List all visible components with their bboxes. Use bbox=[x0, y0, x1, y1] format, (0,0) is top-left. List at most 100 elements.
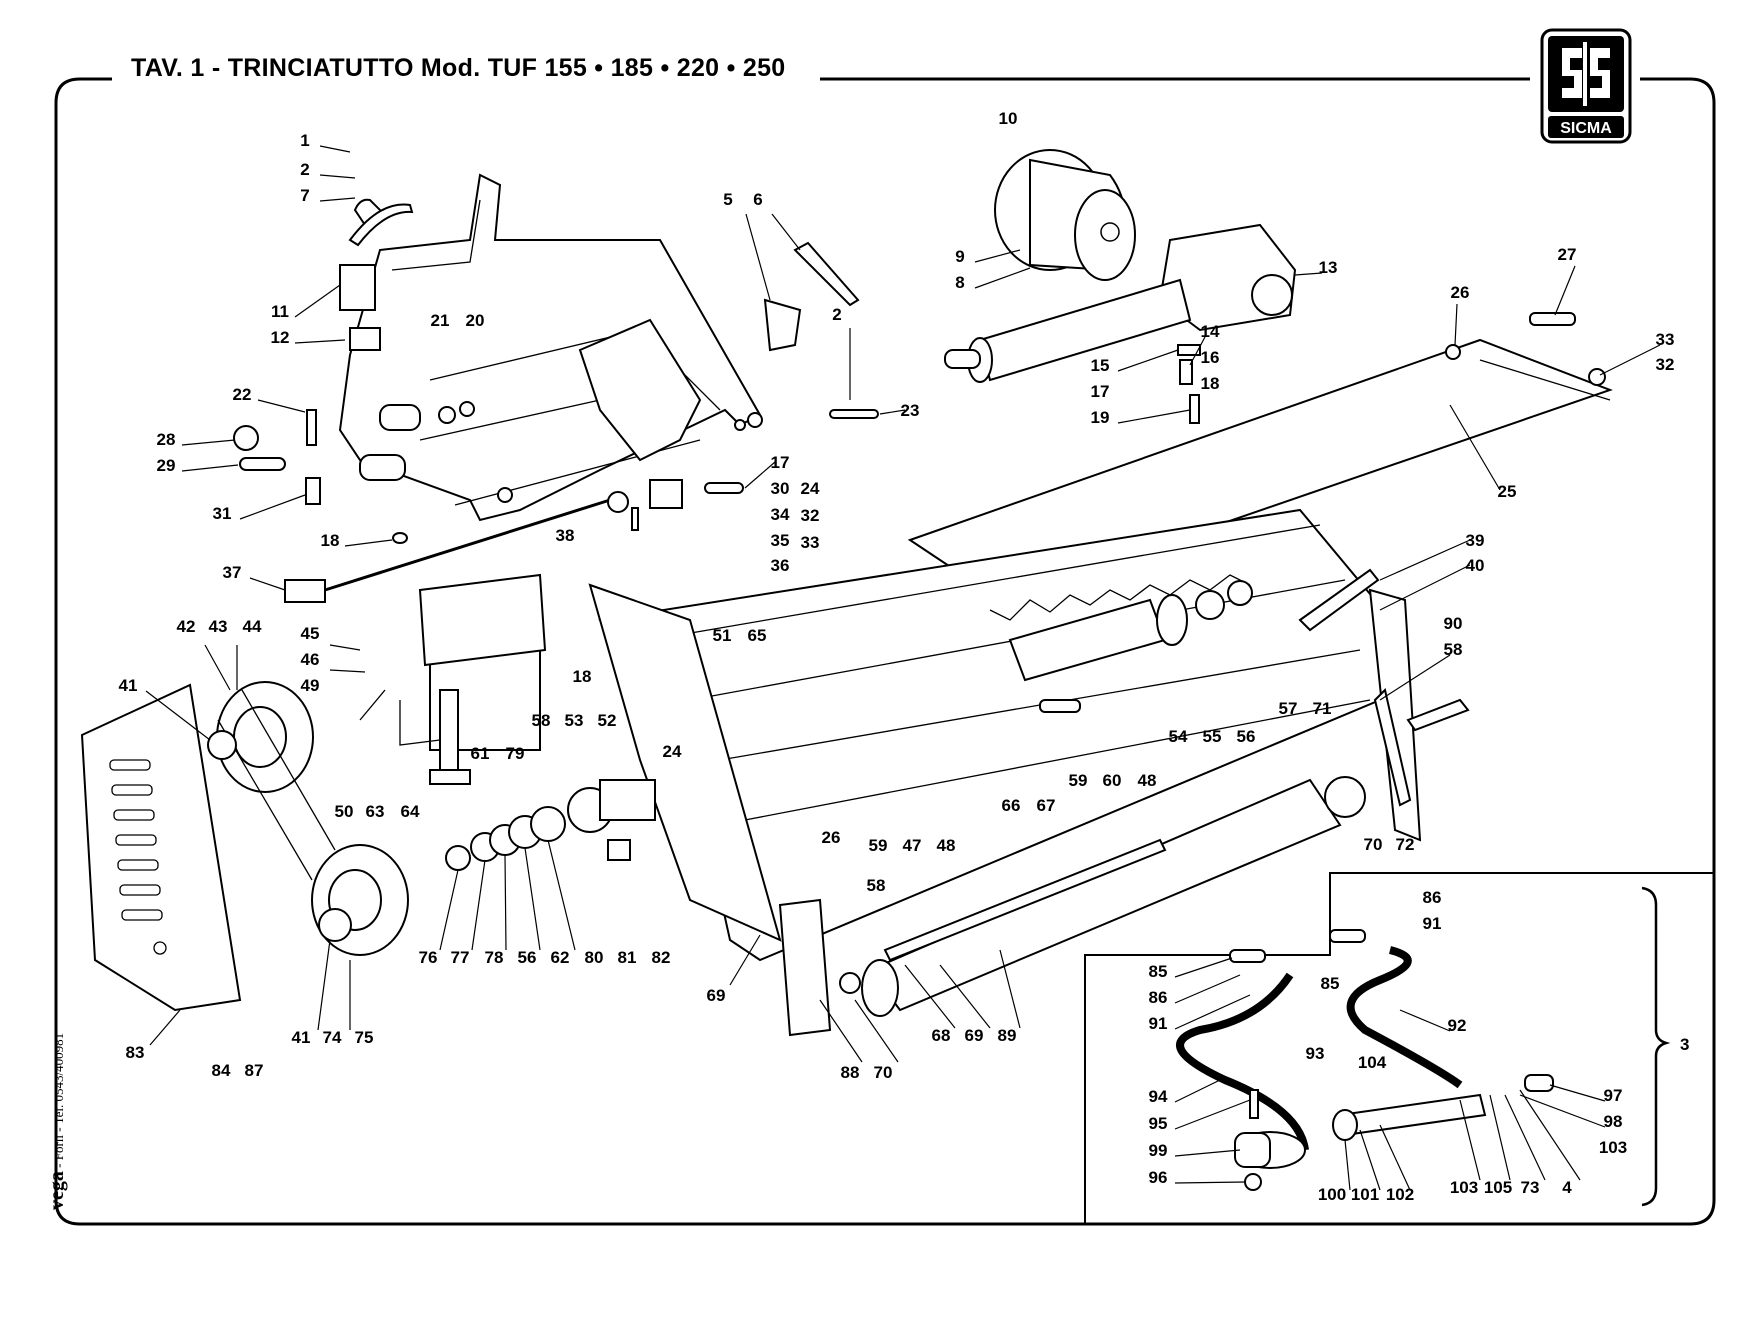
part-label: 45 bbox=[301, 624, 320, 643]
rear-roller-89 bbox=[839, 776, 1366, 1017]
part-label: 31 bbox=[213, 504, 232, 523]
stand-64 bbox=[439, 689, 459, 781]
part-label: 93 bbox=[1306, 1044, 1325, 1063]
part-label: 1 bbox=[300, 131, 309, 150]
part-label: 104 bbox=[1358, 1053, 1387, 1072]
part-label: 25 bbox=[1498, 482, 1517, 501]
part-label: 32 bbox=[801, 506, 820, 525]
hydraulic-kit-box bbox=[1084, 872, 1714, 1224]
part-label: 5 bbox=[723, 190, 732, 209]
part-label: 63 bbox=[366, 802, 385, 821]
part-label: 58 bbox=[532, 711, 551, 730]
belt-guard-83 bbox=[80, 683, 242, 1012]
pin-36 bbox=[631, 507, 639, 531]
part-label: 73 bbox=[1521, 1178, 1540, 1197]
part-label: 69 bbox=[965, 1026, 984, 1045]
rod-37 bbox=[324, 498, 611, 592]
washer-18 bbox=[392, 532, 408, 544]
part-label: 36 bbox=[771, 556, 790, 575]
top-beam-25 bbox=[907, 312, 1613, 602]
part-label: 67 bbox=[1037, 796, 1056, 815]
part-label: 84 bbox=[212, 1061, 231, 1080]
part-label: 39 bbox=[1466, 531, 1485, 550]
bolt-22 bbox=[306, 409, 317, 446]
nut-20 bbox=[459, 401, 475, 417]
handle-6 bbox=[793, 241, 860, 307]
part-label: 33 bbox=[1656, 330, 1675, 349]
hydraulic-kit bbox=[1176, 929, 1554, 1191]
part-label: 57 bbox=[1279, 699, 1298, 718]
part-label: 18 bbox=[573, 667, 592, 686]
housing-53 bbox=[599, 779, 656, 821]
bar-68 bbox=[883, 838, 1167, 962]
part-label: 99 bbox=[1149, 1141, 1168, 1160]
part-label: 102 bbox=[1386, 1185, 1414, 1204]
part-label: 87 bbox=[245, 1061, 264, 1080]
part-label: 22 bbox=[233, 385, 252, 404]
part-label: 95 bbox=[1149, 1114, 1168, 1133]
part-label: 38 bbox=[556, 526, 575, 545]
part-label: 40 bbox=[1466, 556, 1485, 575]
nut-33 bbox=[1588, 368, 1606, 386]
part-label: 43 bbox=[209, 617, 228, 636]
bearing-21 bbox=[438, 406, 456, 424]
pin-23 bbox=[829, 409, 879, 419]
rotor-housing bbox=[429, 508, 1422, 962]
part-label: 48 bbox=[1138, 771, 1157, 790]
part-label: 86 bbox=[1423, 888, 1442, 907]
part-label: 85 bbox=[1321, 974, 1340, 993]
sicma-logo: SICMA bbox=[1540, 28, 1632, 144]
part-label: 78 bbox=[485, 948, 504, 967]
part-label: 13 bbox=[1319, 258, 1338, 277]
parking-pin-50 bbox=[359, 689, 441, 746]
rotor bbox=[1008, 580, 1253, 713]
pulley-hub-41b bbox=[318, 908, 352, 942]
part-label: 64 bbox=[401, 802, 420, 821]
part-label: 42 bbox=[177, 617, 196, 636]
part-label: 74 bbox=[323, 1028, 342, 1047]
part-label: 17 bbox=[1091, 382, 1110, 401]
part-label: 29 bbox=[157, 456, 176, 475]
part-label: 91 bbox=[1149, 1014, 1168, 1033]
pulley-hub-41 bbox=[207, 730, 237, 760]
part-label: 61 bbox=[471, 744, 490, 763]
part-label: 60 bbox=[1103, 771, 1122, 790]
part-label: 72 bbox=[1396, 835, 1415, 854]
part-label: 65 bbox=[748, 626, 767, 645]
part-label: 2 bbox=[832, 305, 841, 324]
left-side-plate bbox=[588, 583, 782, 942]
part-label: 98 bbox=[1604, 1112, 1623, 1131]
part-label: 28 bbox=[157, 430, 176, 449]
part-label: 14 bbox=[1201, 322, 1220, 341]
bushing-12 bbox=[349, 327, 381, 351]
part-label: 103 bbox=[1450, 1178, 1478, 1197]
part-label: 18 bbox=[321, 531, 340, 550]
elbow-97 bbox=[1524, 1074, 1554, 1092]
part-label: 34 bbox=[771, 505, 790, 524]
skid-39 bbox=[1298, 568, 1380, 632]
knob-28 bbox=[233, 425, 259, 451]
gearbox bbox=[944, 149, 1297, 424]
plate-82 bbox=[607, 839, 631, 861]
part-label: 92 bbox=[1448, 1016, 1467, 1035]
part-label: 9 bbox=[955, 247, 964, 266]
part-label: 76 bbox=[419, 948, 438, 967]
part-label: 55 bbox=[1203, 727, 1222, 746]
part-label: 2 bbox=[300, 160, 309, 179]
part-label: 19 bbox=[1091, 408, 1110, 427]
part-label: 62 bbox=[551, 948, 570, 967]
part-label: 68 bbox=[932, 1026, 951, 1045]
part-label: 10 bbox=[999, 109, 1018, 128]
handle-37 bbox=[284, 579, 326, 603]
part-label: 15 bbox=[1091, 356, 1110, 375]
roller-bracket-72 bbox=[1373, 688, 1412, 807]
part-label: 82 bbox=[652, 948, 671, 967]
part-label: 6 bbox=[753, 190, 762, 209]
group-brace bbox=[1641, 886, 1671, 1207]
part-label: 26 bbox=[822, 828, 841, 847]
bolt-95 bbox=[1249, 1089, 1259, 1119]
hitch-frame bbox=[338, 173, 763, 522]
part-label: 70 bbox=[1364, 835, 1383, 854]
